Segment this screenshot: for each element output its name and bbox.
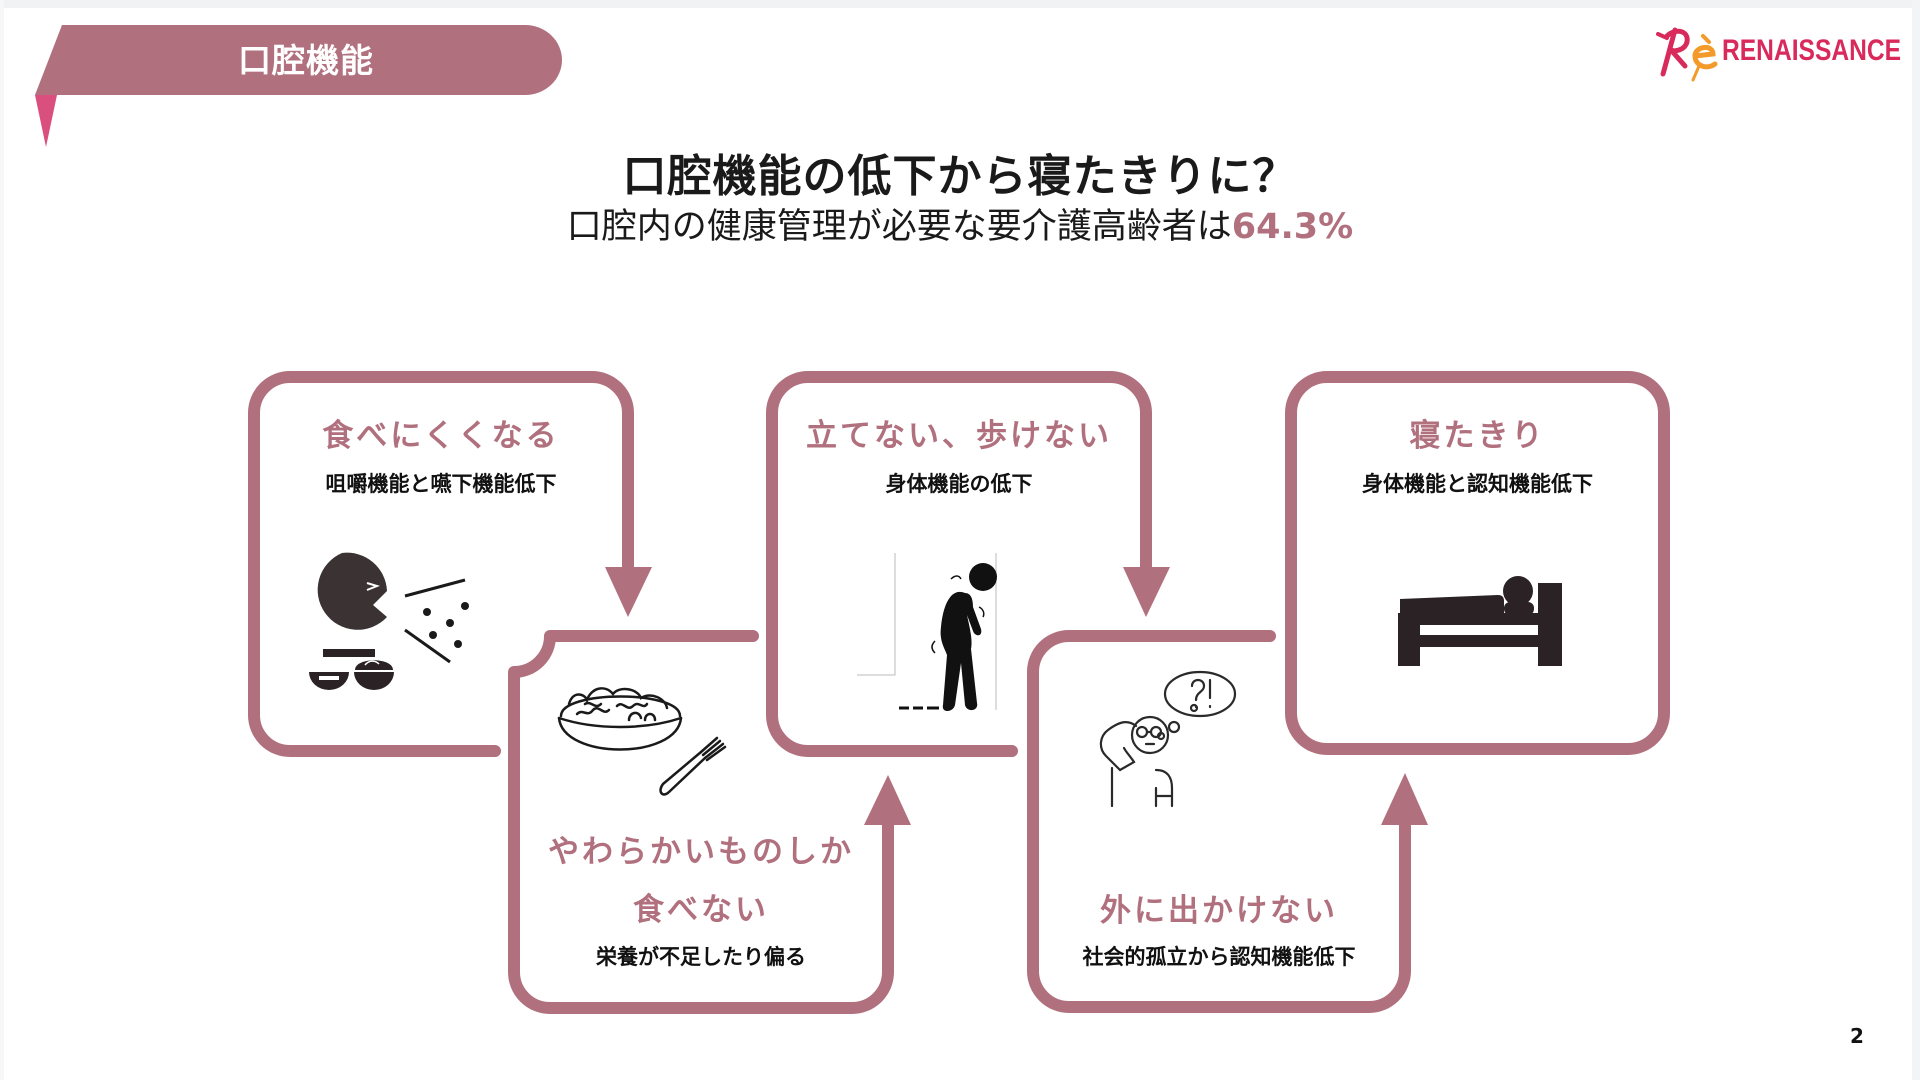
step-2-description: 栄養が不足したり偏る	[596, 945, 806, 969]
bowl-fork-icon	[557, 687, 727, 796]
arrow-down-3-icon	[1123, 567, 1170, 617]
top-edge	[0, 0, 1920, 8]
step-3-title: 立てない、歩けない	[806, 418, 1112, 454]
arrow-up-2-icon	[864, 775, 911, 825]
step-1-frame	[248, 371, 634, 757]
section-tab	[35, 25, 562, 147]
page-subtitle: 口腔内の健康管理が必要な要介護高齢者は64.3%	[0, 198, 1920, 249]
renaissance-re-logo-icon	[1656, 27, 1718, 82]
logo-text: RENAISSANCE	[1722, 34, 1902, 67]
section-tab-shape	[35, 25, 562, 95]
step-2-title-line-1: やわらかいものしか	[548, 834, 854, 870]
step-2-frame	[508, 630, 894, 1014]
step-3-description: 身体機能の低下	[885, 472, 1033, 496]
bedridden-icon	[1398, 576, 1562, 666]
step-3-frame	[766, 371, 1152, 757]
chewing-swallowing-icon	[309, 552, 469, 690]
step-4-description: 社会的孤立から認知機能低下	[1082, 945, 1356, 969]
step-1-title: 食べにくくなる	[322, 418, 560, 454]
section-label: 口腔機能	[238, 41, 374, 80]
arrow-up-4-icon	[1381, 773, 1428, 825]
step-4-frame	[1027, 630, 1411, 1013]
subtitle-percentage: 64.3%	[1231, 207, 1354, 247]
subtitle-text: 口腔内の健康管理が必要な要介護高齢者は	[566, 207, 1232, 247]
step-4-title: 外に出かけない	[1100, 893, 1338, 929]
right-edge	[1912, 0, 1920, 1080]
page-number: 2	[1850, 1024, 1864, 1048]
step-5-description: 身体機能と認知機能低下	[1362, 472, 1593, 496]
step-1-description: 咀嚼機能と嚥下機能低下	[325, 472, 557, 496]
arrow-down-1-icon	[605, 567, 652, 617]
confused-elderly-icon	[1099, 670, 1237, 808]
left-edge	[0, 0, 4, 1080]
section-tab-fold	[35, 95, 57, 147]
page-title: 口腔機能の低下から寝たきりに？	[622, 151, 1298, 202]
stooped-person-icon	[857, 553, 997, 711]
step-5-title: 寝たきり	[1409, 418, 1546, 454]
step-5-frame	[1285, 371, 1670, 755]
step-2-title-line-2: 食べない	[633, 892, 769, 928]
